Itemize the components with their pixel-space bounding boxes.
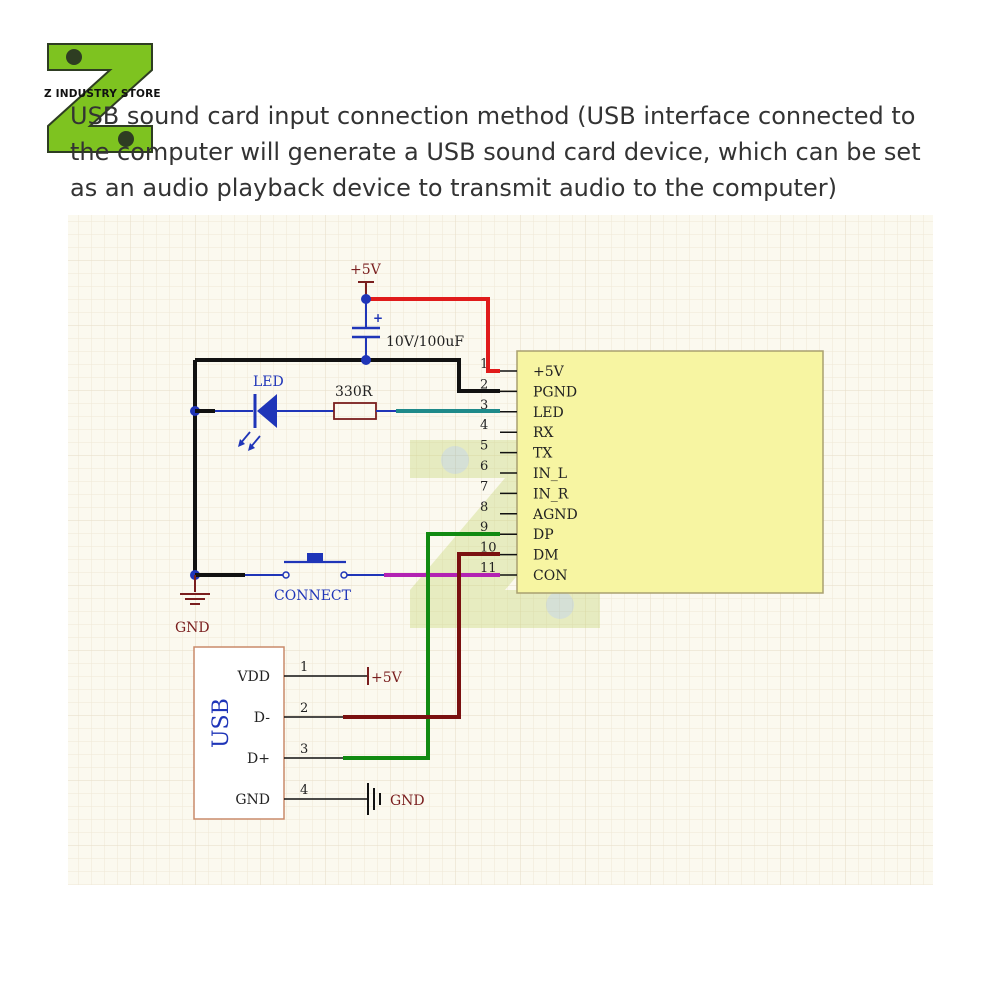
usb-pin-name: D- xyxy=(254,710,270,726)
usb-pin-name: D+ xyxy=(247,751,270,767)
module-pin-name: IN_R xyxy=(533,486,569,502)
module-pin-name: +5V xyxy=(533,364,565,380)
module-pin-number: 10 xyxy=(480,541,497,556)
module-pin-number: 11 xyxy=(480,561,497,576)
module-pin-number: 5 xyxy=(480,439,488,454)
brand-name: Z INDUSTRY STORE xyxy=(44,88,161,100)
resistor-label: 330R xyxy=(335,384,373,400)
caption-text: USB sound card input connection method (… xyxy=(70,102,921,202)
module-pin-name: CON xyxy=(533,568,567,584)
power-label-top: +5V xyxy=(350,262,382,278)
usb-gnd-net-label: GND xyxy=(390,793,425,809)
module-pin-number: 4 xyxy=(480,418,488,433)
sound-module-box xyxy=(516,350,824,594)
capacitor-polarity: + xyxy=(373,311,383,325)
module-pin-number: 8 xyxy=(480,500,488,515)
module-pin-name: LED xyxy=(533,405,564,421)
switch-label: CONNECT xyxy=(274,588,352,604)
module-pin-name: DP xyxy=(533,527,554,543)
usb-pin-name: VDD xyxy=(236,669,270,685)
usb-pin-name: GND xyxy=(235,792,270,808)
module-pin-name: PGND xyxy=(533,384,577,400)
wire-gnd-black xyxy=(195,358,500,393)
usb-pin-number: 1 xyxy=(300,660,308,675)
led-label: LED xyxy=(253,374,284,390)
junction-cap-gnd xyxy=(361,355,371,365)
wire-dm-darkred xyxy=(343,552,500,719)
led-diode-icon xyxy=(257,394,277,428)
usb-pin-number: 3 xyxy=(300,742,308,757)
module-pins: 1 +5V 2 PGND 3 LED 4 RX 5 TX 6 IN_L 7 IN_R 8 AGND 9 DP 10 D… xyxy=(480,357,578,584)
module-pin-name: DM xyxy=(533,548,559,564)
usb-vdd-net-label: +5V xyxy=(371,670,403,686)
wire-dp-green xyxy=(343,532,500,760)
usb-pin-number: 2 xyxy=(300,701,308,716)
capacitor-label: 10V/100uF xyxy=(386,334,464,350)
usb-title: USB xyxy=(209,698,234,748)
module-pin-name: IN_L xyxy=(533,466,567,482)
module-pin-number: 2 xyxy=(480,377,488,392)
module-pin-number: 1 xyxy=(480,357,488,372)
z-logo-icon xyxy=(47,43,153,153)
module-pin-number: 3 xyxy=(480,398,488,413)
wire-5v-red xyxy=(366,297,500,373)
module-pin-number: 6 xyxy=(480,459,488,474)
ground-label: GND xyxy=(175,620,210,636)
usb-connector-box xyxy=(193,646,285,820)
module-pin-number: 7 xyxy=(480,479,488,494)
module-pin-name: TX xyxy=(533,446,552,462)
usb-pin-number: 4 xyxy=(300,783,308,798)
module-pin-name: AGND xyxy=(532,507,578,523)
module-pin-name: RX xyxy=(533,425,554,441)
module-pin-number: 9 xyxy=(480,520,488,535)
